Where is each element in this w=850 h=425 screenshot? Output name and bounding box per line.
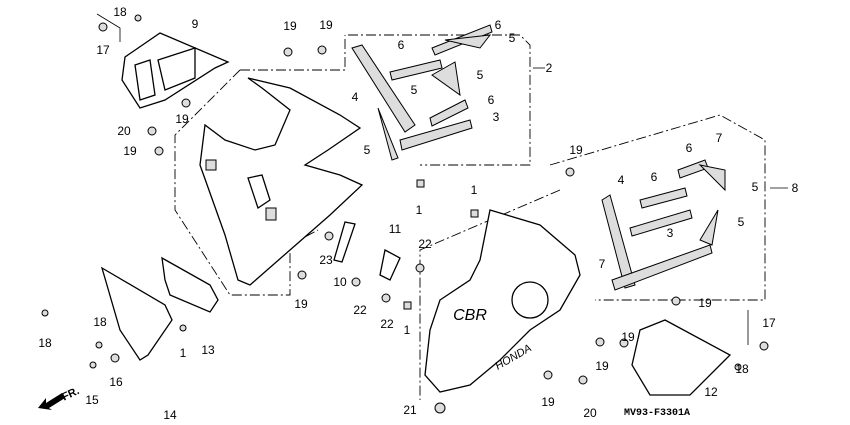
- callout-1: 1: [180, 346, 187, 360]
- callout-4: 4: [352, 90, 359, 104]
- front-label: FR.: [60, 385, 81, 403]
- callout-5: 5: [364, 143, 371, 157]
- callout-5: 5: [738, 215, 745, 229]
- callout-17: 17: [762, 316, 776, 330]
- callout-22: 22: [380, 317, 394, 331]
- part-left-middle-cowl: [199, 77, 364, 286]
- part-9-inner-cover: [121, 32, 230, 109]
- callout-9: 9: [192, 17, 199, 31]
- part-14-panel: [100, 266, 173, 361]
- callout-19: 19: [175, 112, 189, 126]
- callout-5: 5: [509, 31, 516, 45]
- callout-18: 18: [113, 5, 127, 19]
- group-bracket-2: [348, 34, 531, 166]
- part-stripes-2: [351, 24, 493, 161]
- callout-20: 20: [117, 124, 131, 138]
- callout-19: 19: [294, 297, 308, 311]
- fasteners: [41, 14, 769, 414]
- callout-12: 12: [704, 385, 718, 399]
- callout-5: 5: [411, 83, 418, 97]
- callout-19: 19: [698, 296, 712, 310]
- callout-18: 18: [735, 362, 749, 376]
- callout-19: 19: [541, 395, 555, 409]
- callout-18: 18: [38, 336, 52, 350]
- callout-18: 18: [93, 315, 107, 329]
- callout-6: 6: [651, 170, 658, 184]
- callout-10: 10: [333, 275, 347, 289]
- callout-7: 7: [716, 131, 723, 145]
- callout-14: 14: [163, 408, 177, 422]
- callout-19: 19: [595, 359, 609, 373]
- callout-1: 1: [471, 183, 478, 197]
- group-bracket-8: [419, 114, 766, 400]
- part-12-inner-cover: [631, 319, 732, 396]
- callout-2: 2: [546, 61, 553, 75]
- part-13-panel: [161, 256, 219, 313]
- callout-17: 17: [96, 43, 110, 57]
- callout-19: 19: [569, 143, 583, 157]
- callout-5: 5: [477, 68, 484, 82]
- callout-8: 8: [792, 181, 799, 195]
- front-arrow: FR.: [38, 385, 81, 410]
- callout-19: 19: [319, 18, 333, 32]
- part-stripes-8: [601, 159, 726, 291]
- callout-1: 1: [404, 323, 411, 337]
- callout-6: 6: [495, 18, 502, 32]
- callout-4: 4: [618, 173, 625, 187]
- callout-1: 1: [416, 203, 423, 217]
- callout-6: 6: [488, 93, 495, 107]
- callout-21: 21: [403, 403, 417, 417]
- callout-23: 23: [319, 253, 333, 267]
- callout-5: 5: [752, 180, 759, 194]
- part-11-stay: [379, 249, 401, 281]
- part-10-bracket: [333, 221, 356, 263]
- callout-19: 19: [621, 330, 635, 344]
- callout-19: 19: [123, 144, 137, 158]
- callout-15: 15: [85, 393, 99, 407]
- callout-7: 7: [599, 257, 606, 271]
- drawing-code: MV93-F3301A: [624, 408, 690, 419]
- callout-20: 20: [583, 406, 597, 420]
- callout-3: 3: [667, 226, 674, 240]
- callout-22: 22: [353, 303, 367, 317]
- part-right-middle-cowl: CBR HONDA: [424, 209, 581, 393]
- logo-cbr: CBR: [453, 307, 487, 324]
- callout-16: 16: [109, 375, 123, 389]
- callout-19: 19: [283, 19, 297, 33]
- callout-3: 3: [493, 110, 500, 124]
- callout-6: 6: [686, 141, 693, 155]
- callout-13: 13: [201, 343, 215, 357]
- callout-6: 6: [398, 38, 405, 52]
- callout-22: 22: [418, 237, 432, 251]
- callout-11: 11: [389, 222, 402, 236]
